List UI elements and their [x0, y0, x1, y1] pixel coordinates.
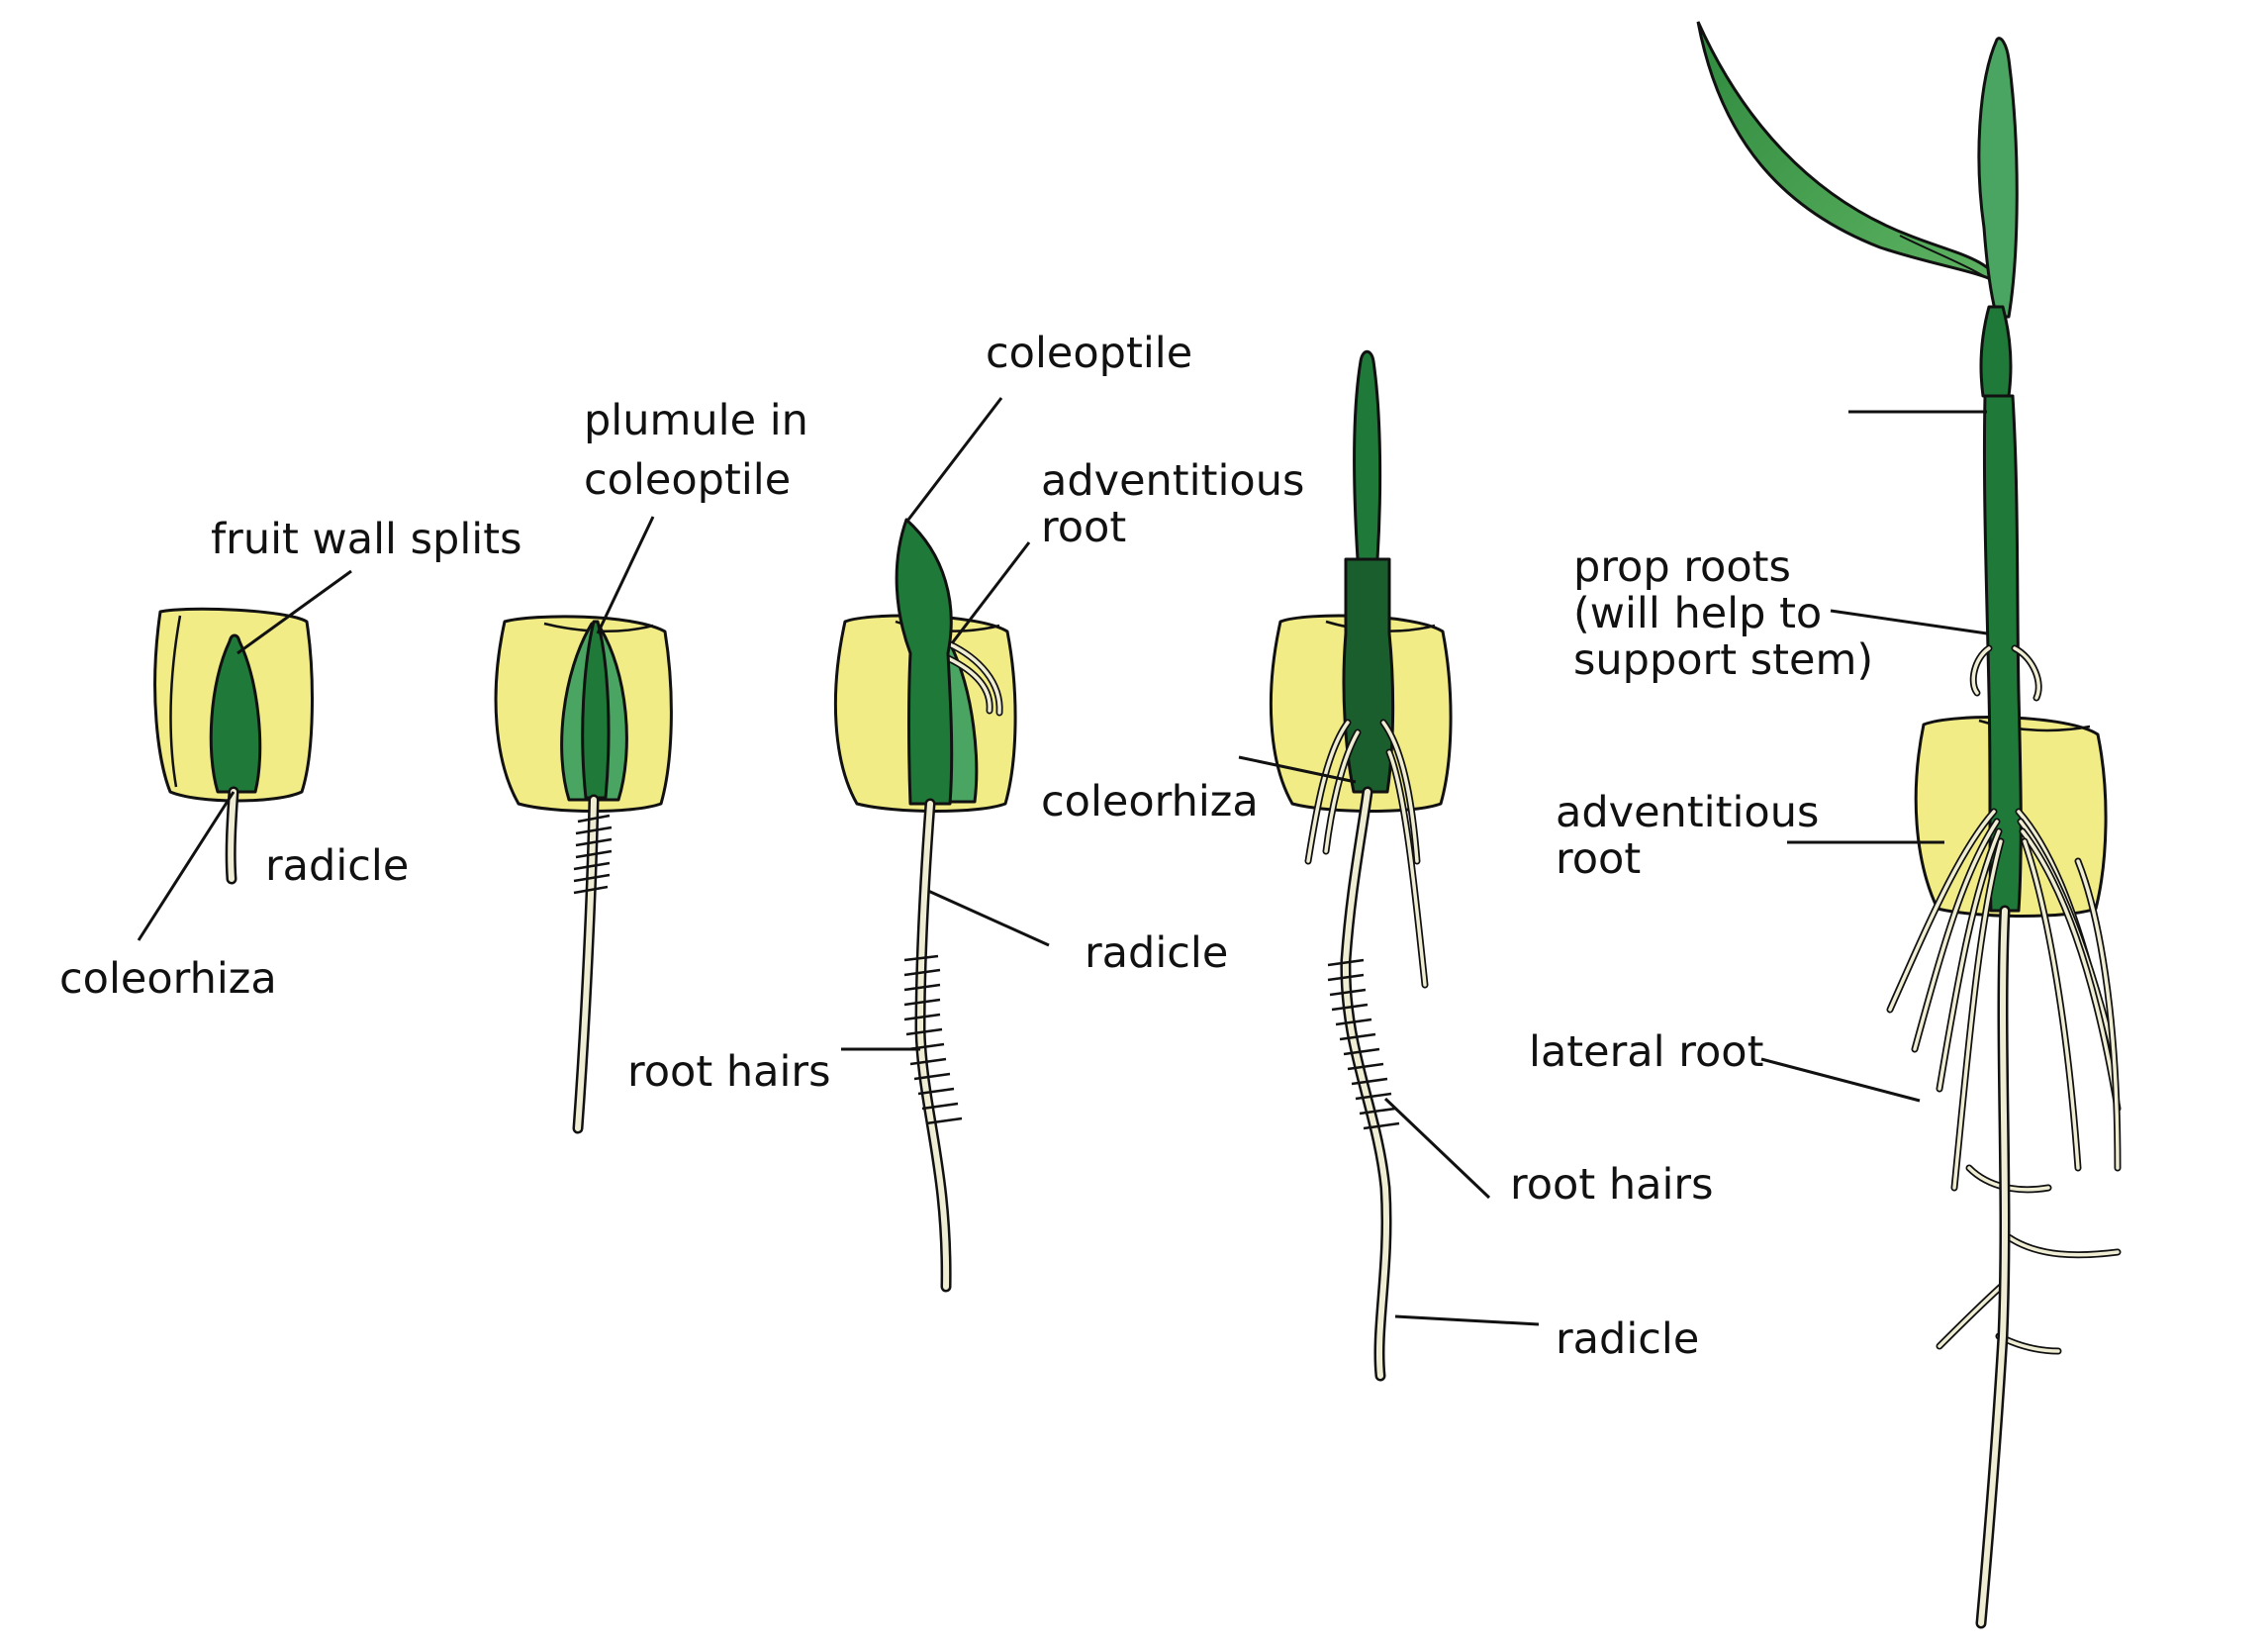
stage-5-root-system [1886, 808, 2122, 1355]
label-radicle-stage-1: radicle [265, 841, 410, 891]
label-prop-roots-line-3: support stem) [1573, 635, 1874, 685]
label-adventitious-root-stage-3-line-1: adventitious [1041, 456, 1305, 506]
label-radicle-stage-4: radicle [1556, 1314, 1700, 1364]
label-plumule-line-1: plumule in [584, 396, 808, 445]
label-coleorhiza-stage-1: coleorhiza [59, 954, 277, 1004]
stage-4-seedling [1269, 349, 1453, 1382]
label-coleoptile: coleoptile [986, 329, 1193, 378]
stage-1-seed [153, 607, 314, 885]
stage-3-seedling [833, 518, 1017, 1293]
stage-4-root-hairs [1327, 958, 1400, 1130]
label-adventitious-root-stage-5-line-1: adventitious [1556, 788, 1820, 837]
label-adventitious-root-stage-3-line-2: root [1041, 503, 1127, 552]
stage-5-young-plant [1696, 21, 2122, 1629]
label-plumule-line-2: coleoptile [584, 455, 792, 505]
stage-4-adventitious-roots [1304, 719, 1429, 989]
stage-3-root-hairs [903, 954, 963, 1125]
label-radicle-stage-3: radicle [1085, 928, 1229, 978]
label-fruit-wall-splits: fruit wall splits [211, 515, 522, 564]
label-lateral-root: lateral root [1529, 1027, 1764, 1077]
label-prop-roots-line-1: prop roots [1573, 542, 1791, 592]
label-coleorhiza-stage-4: coleorhiza [1041, 777, 1259, 826]
stage-2-seed [494, 615, 673, 1134]
label-root-hairs-stage-3: root hairs [627, 1047, 831, 1097]
label-adventitious-root-stage-5-line-2: root [1556, 834, 1642, 884]
leaf [1696, 21, 2006, 289]
leader-lines [137, 397, 1988, 1326]
stage-2-root-hairs [573, 814, 613, 895]
label-root-hairs-stage-4: root hairs [1510, 1160, 1714, 1210]
label-prop-roots-line-2: (will help to [1573, 589, 1823, 638]
